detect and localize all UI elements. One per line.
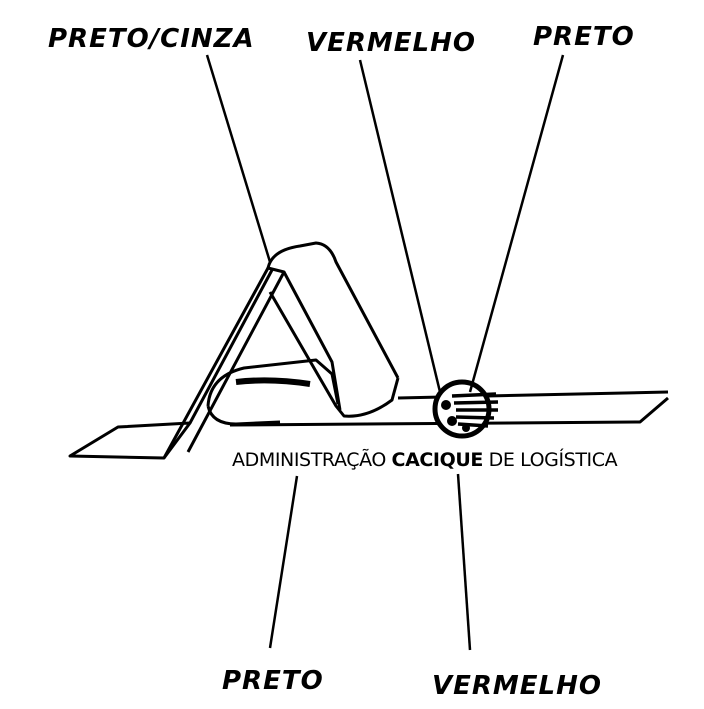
ribbon-top-fold: [266, 241, 400, 379]
ribbon-top-fold-inner: [282, 271, 342, 411]
leader-line-preto-top: [468, 54, 565, 393]
leader-lines: [205, 54, 565, 651]
label-preto-cinza: PRETO/CINZA: [48, 24, 255, 54]
ribbon-inner-loop-lower: [206, 405, 281, 426]
emblem: [432, 379, 499, 439]
label-preto-bottom: PRETO: [222, 666, 324, 696]
ribbon-rise-front: [162, 266, 286, 459]
label-vermelho-bottom: VERMELHO: [432, 671, 602, 701]
label-vermelho-top: VERMELHO: [306, 28, 476, 58]
label-preto-top: PRETO: [533, 22, 635, 52]
leader-line-vermelho-top: [358, 59, 442, 393]
caption-administracao: ADMINISTRAÇÃO: [232, 449, 386, 471]
emblem-spot-3: [462, 424, 470, 432]
leader-line-preto-cinza: [205, 54, 272, 263]
leader-line-vermelho-bottom: [456, 473, 472, 651]
ribbon-inner-loop: [206, 358, 340, 407]
emblem-spot-2: [447, 416, 457, 426]
ribbon-loop-shadow: [235, 377, 311, 387]
emblem-feather-rays: [451, 392, 499, 428]
emblem-spot-1: [441, 400, 451, 410]
caption-cacique: CACIQUE: [391, 449, 484, 471]
ribbon-descent: [268, 291, 400, 418]
leader-line-preto-bottom: [268, 475, 299, 649]
ribbon-logo: [68, 241, 669, 460]
ribbon-band-right-bottom: [229, 396, 669, 427]
logo-caption: ADMINISTRAÇÃO CACIQUE DE LOGÍSTICA: [232, 449, 618, 471]
caption-de-logistica: DE LOGÍSTICA: [488, 449, 618, 471]
ribbon-rise-back: [188, 269, 274, 424]
